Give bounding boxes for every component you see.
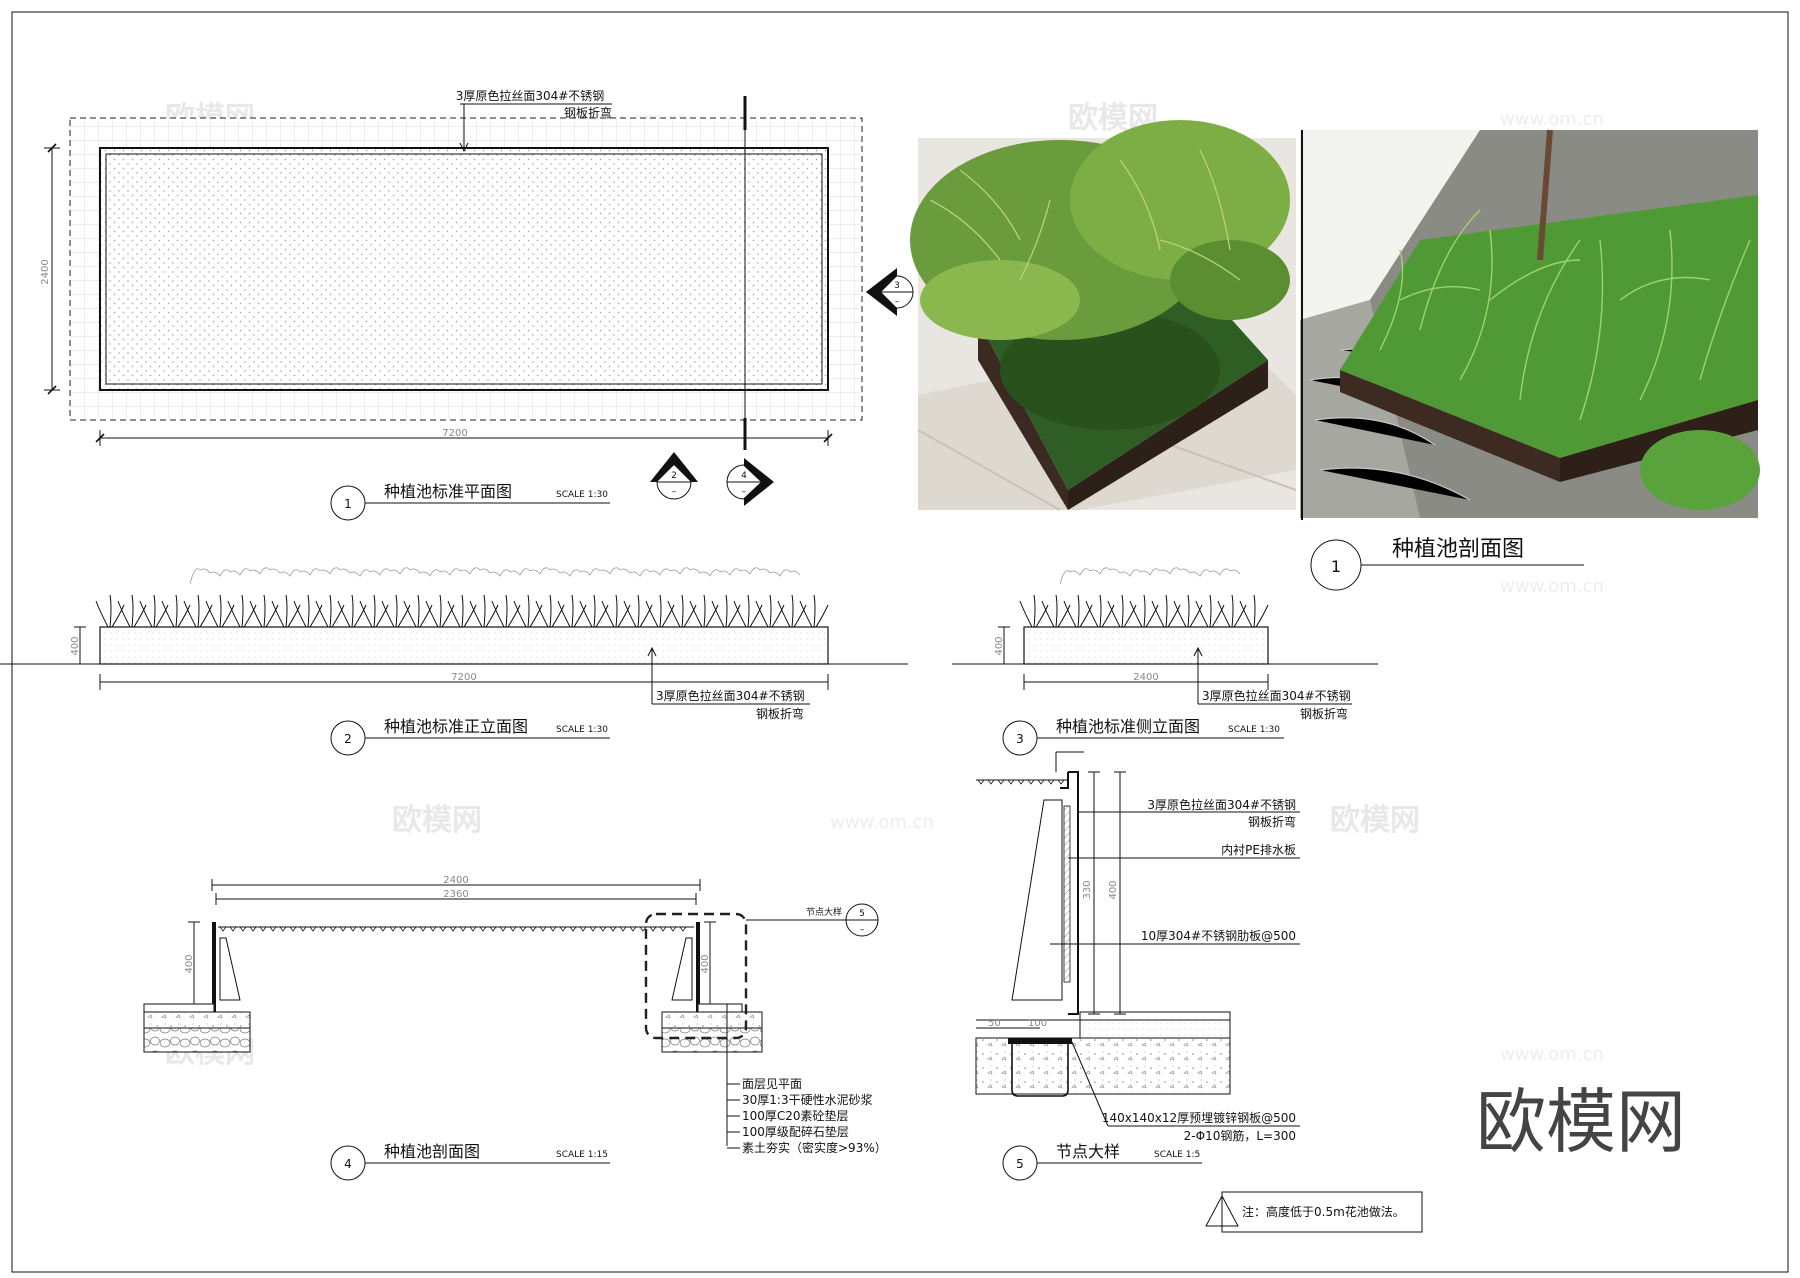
svg-text:2: 2: [671, 471, 677, 481]
front-elevation-shrubs: [189, 567, 801, 585]
svg-text:330: 330: [1082, 880, 1093, 899]
svg-text:2400: 2400: [443, 875, 468, 886]
svg-text:1: 1: [344, 497, 352, 511]
svg-text:欧模网: 欧模网: [1330, 803, 1420, 838]
photo-caption: 1 种植池剖面图: [1310, 537, 1584, 591]
note-text: 注：高度低于0.5m花池做法。: [1242, 1204, 1405, 1219]
svg-text:钢板折弯: 钢板折弯: [1300, 706, 1348, 721]
section-layer-labels: 面层见平面 30厚1:3干硬性水泥砂浆 100厚C20素砼垫层 100厚级配碎石…: [742, 1077, 887, 1155]
svg-text:钢板折弯: 钢板折弯: [756, 706, 804, 721]
detail-label-rebar: 2-Φ10钢筋，L=300: [1184, 1128, 1296, 1143]
svg-text:www.om.cn: www.om.cn: [1500, 576, 1604, 597]
front-elevation: 400 7200 3厚原色拉丝面304#不锈钢 钢板折弯 2 种植池标准正立面图…: [0, 567, 908, 756]
svg-text:www.om.cn: www.om.cn: [1500, 109, 1604, 130]
section-marker-3: 3 –: [866, 268, 914, 316]
svg-text:4: 4: [344, 1157, 352, 1171]
plan-view: 7200 2400 3厚原色拉丝面304#不锈钢 钢板折弯 3 –: [40, 88, 914, 521]
detail-label-pe: 内衬PE排水板: [1221, 843, 1296, 857]
plan-scale: SCALE 1:30: [556, 490, 608, 500]
plan-paving-outline: [69, 117, 863, 421]
svg-text:3厚原色拉丝面304#不锈钢: 3厚原色拉丝面304#不锈钢: [656, 688, 805, 703]
svg-text:5: 5: [859, 909, 865, 919]
detail-label-fold: 钢板折弯: [1248, 814, 1296, 829]
layer-label-4: 100厚级配碎石垫层: [742, 1124, 849, 1139]
svg-text:50: 50: [988, 1018, 1001, 1029]
svg-text:3: 3: [1016, 732, 1024, 746]
svg-text:400: 400: [1108, 880, 1119, 899]
svg-text:–: –: [895, 297, 900, 307]
watermarks: 欧模网 欧模网 欧模网 欧模网 欧模网 欧模网 欧模网 www.om.cn ww…: [165, 101, 1604, 1070]
layer-label-5: 素土夯实（密实度>93%）: [742, 1140, 887, 1155]
svg-text:SCALE 1:30: SCALE 1:30: [1228, 725, 1280, 735]
photo-left: [910, 120, 1297, 511]
svg-text:www.om.cn: www.om.cn: [1500, 1044, 1604, 1065]
layer-label-2: 30厚1:3干硬性水泥砂浆: [742, 1092, 873, 1107]
svg-text:SCALE 1:30: SCALE 1:30: [556, 725, 608, 735]
plan-material-label-2: 钢板折弯: [564, 105, 612, 120]
svg-text:4: 4: [741, 471, 747, 481]
svg-text:3厚原色拉丝面304#不锈钢: 3厚原色拉丝面304#不锈钢: [1202, 688, 1351, 703]
svg-text:1: 1: [1331, 557, 1341, 576]
svg-text:节点大样: 节点大样: [1056, 1142, 1120, 1161]
svg-text:400: 400: [184, 954, 195, 973]
detail-label-rib: 10厚304#不锈钢肋板@500: [1141, 928, 1296, 943]
photo-right: [1300, 129, 1760, 518]
section-marker-2: 2 –: [650, 452, 698, 500]
section-marker-4: 4 –: [726, 458, 774, 506]
svg-text:www.om.cn: www.om.cn: [830, 812, 934, 833]
detail-title-block: 5 节点大样 SCALE 1:5: [1002, 1142, 1202, 1181]
svg-text:种植池剖面图: 种植池剖面图: [384, 1142, 480, 1161]
node-detail-callout: [644, 912, 748, 1040]
brand-logo: 欧模网: [1476, 1081, 1686, 1163]
svg-text:2: 2: [344, 732, 352, 746]
front-elevation-planter: [99, 626, 829, 665]
svg-text:400: 400: [70, 636, 81, 655]
svg-text:5: 5: [1016, 1157, 1024, 1171]
layer-label-3: 100厚C20素砼垫层: [742, 1108, 849, 1123]
plan-material-label-1: 3厚原色拉丝面304#不锈钢: [456, 88, 605, 103]
svg-text:400: 400: [994, 636, 1005, 655]
plan-dim-width: 7200: [442, 428, 467, 439]
svg-text:–: –: [742, 487, 747, 497]
svg-text:2400: 2400: [1133, 672, 1158, 683]
plan-title: 种植池标准平面图: [384, 482, 512, 501]
svg-text:种植池标准正立面图: 种植池标准正立面图: [384, 717, 528, 736]
side-elevation-plants: [1019, 594, 1269, 628]
node-detail: 330 400 50 100 3厚原色拉丝面304#不锈钢 钢板折弯 内衬PE排…: [975, 751, 1300, 1181]
front-elevation-plants: [95, 594, 829, 628]
svg-text:欧模网: 欧模网: [392, 803, 482, 838]
side-elevation-title-block: 3 种植池标准侧立面图 SCALE 1:30: [1002, 717, 1284, 756]
svg-text:种植池标准侧立面图: 种植池标准侧立面图: [1056, 717, 1200, 736]
svg-text:!: !: [1220, 1215, 1224, 1225]
detail-label-steel: 3厚原色拉丝面304#不锈钢: [1147, 797, 1296, 812]
svg-text:–: –: [672, 487, 677, 497]
svg-text:400: 400: [700, 954, 711, 973]
side-elevation-planter: [1023, 626, 1269, 665]
plan-title-block: 1 种植池标准平面图 SCALE 1:30: [330, 482, 610, 521]
svg-text:7200: 7200: [451, 672, 476, 683]
svg-text:SCALE 1:15: SCALE 1:15: [556, 1150, 608, 1160]
layer-label-1: 面层见平面: [742, 1077, 802, 1091]
svg-text:SCALE 1:5: SCALE 1:5: [1154, 1150, 1200, 1160]
section-title-block: 4 种植池剖面图 SCALE 1:15: [330, 1142, 610, 1181]
svg-text:100: 100: [1028, 1018, 1047, 1029]
note-box: ! 注：高度低于0.5m花池做法。: [1205, 1191, 1423, 1233]
sheet-border: [11, 11, 1789, 1273]
plan-dim-height: 2400: [40, 259, 51, 284]
detail-label-plate: 140x140x12厚预埋镀锌钢板@500: [1102, 1111, 1296, 1125]
side-elevation: 400 2400 3厚原色拉丝面304#不锈钢 钢板折弯 3 种植池标准侧立面图…: [952, 567, 1378, 756]
svg-text:2360: 2360: [443, 889, 468, 900]
front-elevation-title-block: 2 种植池标准正立面图 SCALE 1:30: [330, 717, 610, 756]
svg-text:–: –: [860, 925, 865, 935]
node-detail-label: 节点大样: [806, 906, 842, 918]
planter-section: 2400 2360 400 400: [143, 875, 887, 1181]
planter-plan-outline: [99, 147, 829, 391]
planter-plan-inner: [105, 153, 823, 385]
photo-caption-title: 种植池剖面图: [1392, 537, 1524, 562]
svg-text:3: 3: [894, 281, 900, 291]
